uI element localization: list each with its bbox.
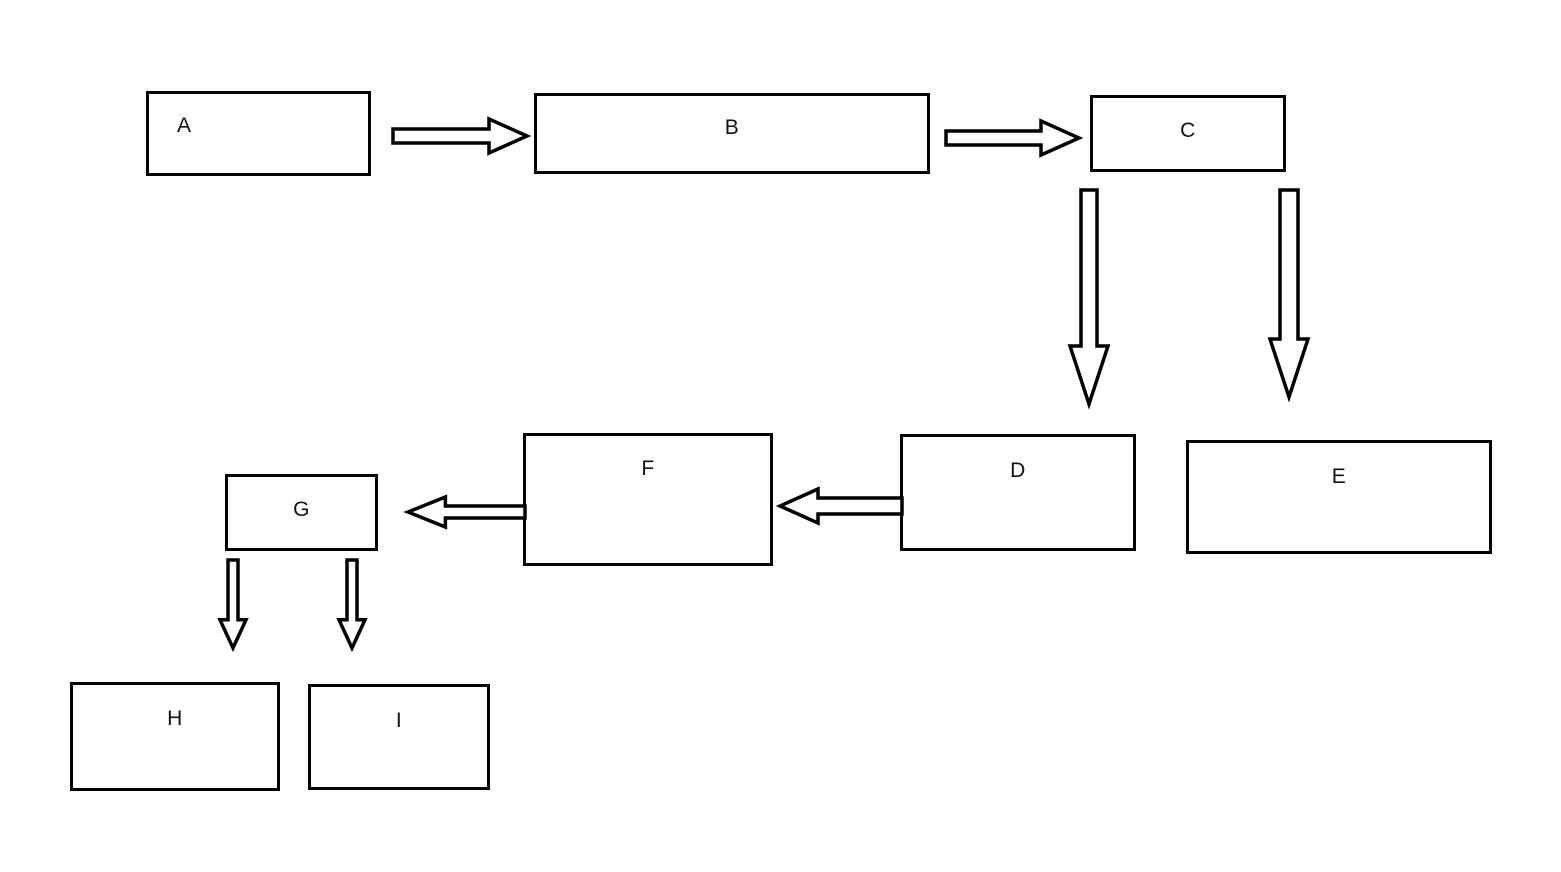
node-box-a[interactable]: A [146, 91, 371, 176]
node-label-i: I [311, 710, 487, 731]
node-box-f[interactable]: F [523, 433, 773, 566]
node-label-f: F [526, 458, 770, 479]
arrow-g-to-h [220, 560, 246, 648]
arrow-shape [946, 121, 1079, 155]
arrow-shape [339, 560, 365, 648]
node-box-c[interactable]: C [1090, 95, 1286, 172]
node-box-h[interactable]: H [70, 682, 280, 791]
arrow-shape [220, 560, 246, 648]
node-box-e[interactable]: E [1186, 440, 1492, 554]
arrow-b-to-d [1070, 190, 1108, 404]
node-box-b[interactable]: B [534, 93, 930, 174]
arrow-f-to-g [408, 496, 525, 528]
arrow-shape [1270, 190, 1308, 397]
arrow-shape [393, 119, 527, 153]
node-label-h: H [73, 708, 277, 729]
node-label-g: G [228, 499, 375, 520]
node-box-g[interactable]: G [225, 474, 378, 551]
arrow-b-to-c [946, 120, 1079, 156]
arrow-d-to-f [780, 488, 902, 524]
arrow-a-to-b [393, 118, 527, 154]
arrow-shape [780, 489, 902, 523]
arrow-g-to-i [339, 560, 365, 648]
node-box-d[interactable]: D [900, 434, 1136, 551]
node-label-c: C [1093, 120, 1283, 141]
node-label-e: E [1189, 466, 1489, 487]
node-label-b: B [537, 117, 927, 138]
arrow-c-to-e [1270, 190, 1308, 397]
arrow-shape [408, 497, 525, 527]
arrow-shape [1070, 190, 1108, 404]
node-label-a: A [177, 115, 192, 136]
node-label-d: D [903, 460, 1133, 481]
node-box-i[interactable]: I [308, 684, 490, 790]
